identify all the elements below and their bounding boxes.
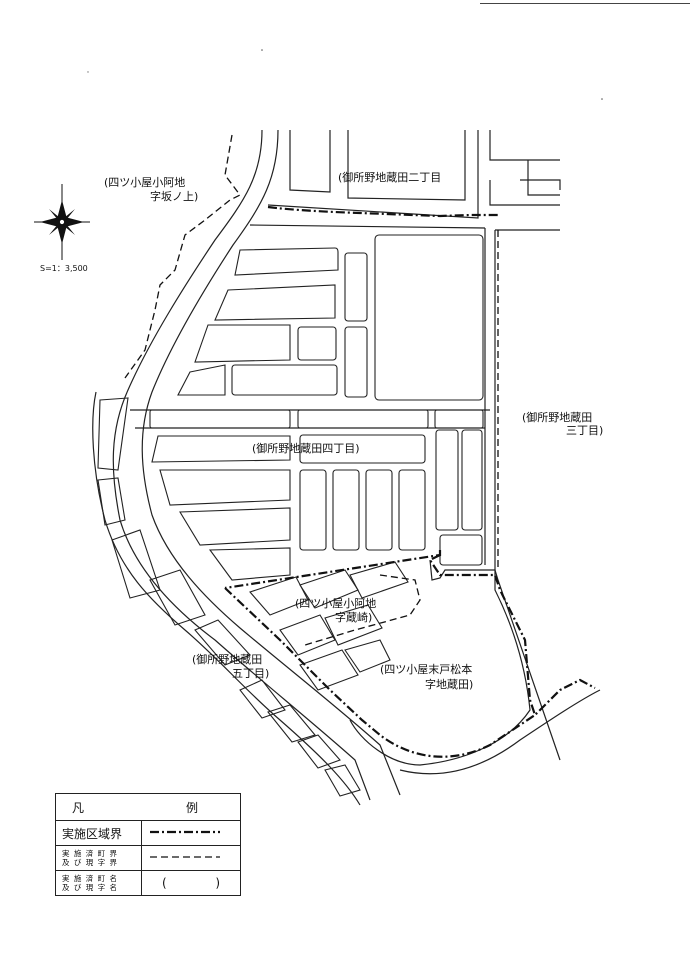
top-edge-line	[480, 3, 690, 4]
legend-label-town-name: 実 施 済 町 名 及 び 現 字 名	[55, 870, 142, 896]
legend-label-town-boundary: 実 施 済 町 界 及 び 現 字 界	[55, 845, 142, 871]
label-kurata-3-2: 三丁目)	[566, 424, 603, 437]
legend-label-town-name-line2: 及 び 現 字 名	[62, 883, 119, 892]
legend-label-town-name-line1: 実 施 済 町 名	[62, 874, 119, 883]
label-suedo-matsumoto-2: 字地蔵田)	[425, 677, 473, 691]
implementation-boundary	[224, 205, 596, 758]
dashed-line-icon	[150, 855, 220, 858]
legend-label-town-boundary-line1: 実 施 済 町 界	[62, 849, 119, 858]
label-oaji-sakanoue-1: (四ツ小屋小阿地	[104, 176, 185, 189]
main-road	[92, 129, 401, 806]
compass-rose-icon	[34, 184, 90, 260]
label-oaji-ura-2: 字蔵崎)	[335, 610, 372, 624]
legend-symbol-dash-dot	[141, 820, 241, 846]
label-kurata-5-1: (御所野地蔵田	[192, 652, 262, 666]
block-outlines	[97, 234, 601, 797]
legend-symbol-parentheses: ( )	[141, 870, 241, 896]
label-kurata-5-2: 五丁目)	[232, 667, 269, 680]
label-oaji-sakanoue-2: 字坂ノ上)	[150, 189, 198, 203]
place-labels: (四ツ小屋小阿地 字坂ノ上) (御所野地蔵田二丁目 (御所野地蔵田 三丁目) (…	[104, 170, 603, 691]
label-oaji-ura-1: (四ツ小屋小阿地	[295, 597, 376, 610]
label-kurata-3-1: (御所野地蔵田	[522, 410, 592, 424]
label-kurata-4: (御所野地蔵田四丁目)	[252, 441, 360, 455]
town-boundary-dashed	[124, 134, 499, 646]
label-suedo-matsumoto-1: (四ツ小屋末戸松本	[380, 662, 472, 676]
legend-symbol-dashed	[141, 845, 241, 871]
legend-paren-close: )	[215, 876, 220, 890]
legend-table: 凡 例 実施区域界 実 施 済 町 界 及 び 現 字 界 実 施 済 町 名 …	[55, 793, 241, 896]
legend-title: 凡 例	[55, 793, 241, 821]
legend-label-town-boundary-line2: 及 び 現 字 界	[62, 858, 119, 867]
dash-dot-line-icon	[150, 830, 220, 833]
legend-label-implementation-area: 実施区域界	[55, 820, 142, 846]
label-kurata-2: (御所野地蔵田二丁目	[338, 170, 441, 184]
legend-paren-open: (	[162, 876, 167, 890]
scale-text: S=1：3,500	[40, 264, 88, 273]
